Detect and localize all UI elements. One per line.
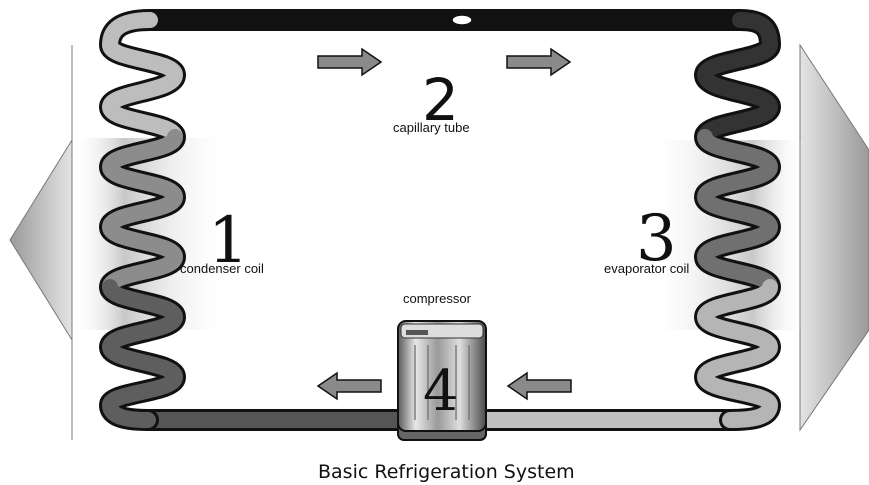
component-4-label: compressor [403,291,472,306]
component-2-label: capillary tube [393,120,470,135]
evaporator-coil-bottom [697,279,778,428]
component-3-number: 3 [636,202,677,276]
component-3-label: evaporator coil [604,261,689,276]
compressor-unit [397,320,487,441]
component-1-label: condenser coil [180,261,264,276]
flow-arrow-bottom-left [316,371,382,401]
compressor-ribs [414,345,470,420]
flow-arrow-top-right [506,47,572,77]
heat-in-arrow [799,43,869,432]
flow-arrow-top-left [317,47,383,77]
evaporator-coil-top [697,12,778,145]
condenser-coil-top [102,12,183,145]
flow-arrows [316,47,572,401]
evaporator-coil-mid [697,129,778,295]
flow-arrow-bottom-right [506,371,572,401]
diagram-title: Basic Refrigeration System [318,461,575,483]
component-2-number: 2 [422,66,459,134]
condenser-coil-bottom [102,279,183,428]
compressor-body [397,320,487,432]
heat-out-arrow [9,45,73,440]
condenser-coil-mid [102,129,183,295]
capillary-restriction [451,14,473,26]
compressor-label-plate [406,330,428,335]
component-1-number: 1 [208,204,249,278]
component-4-number: 4 [423,359,459,424]
